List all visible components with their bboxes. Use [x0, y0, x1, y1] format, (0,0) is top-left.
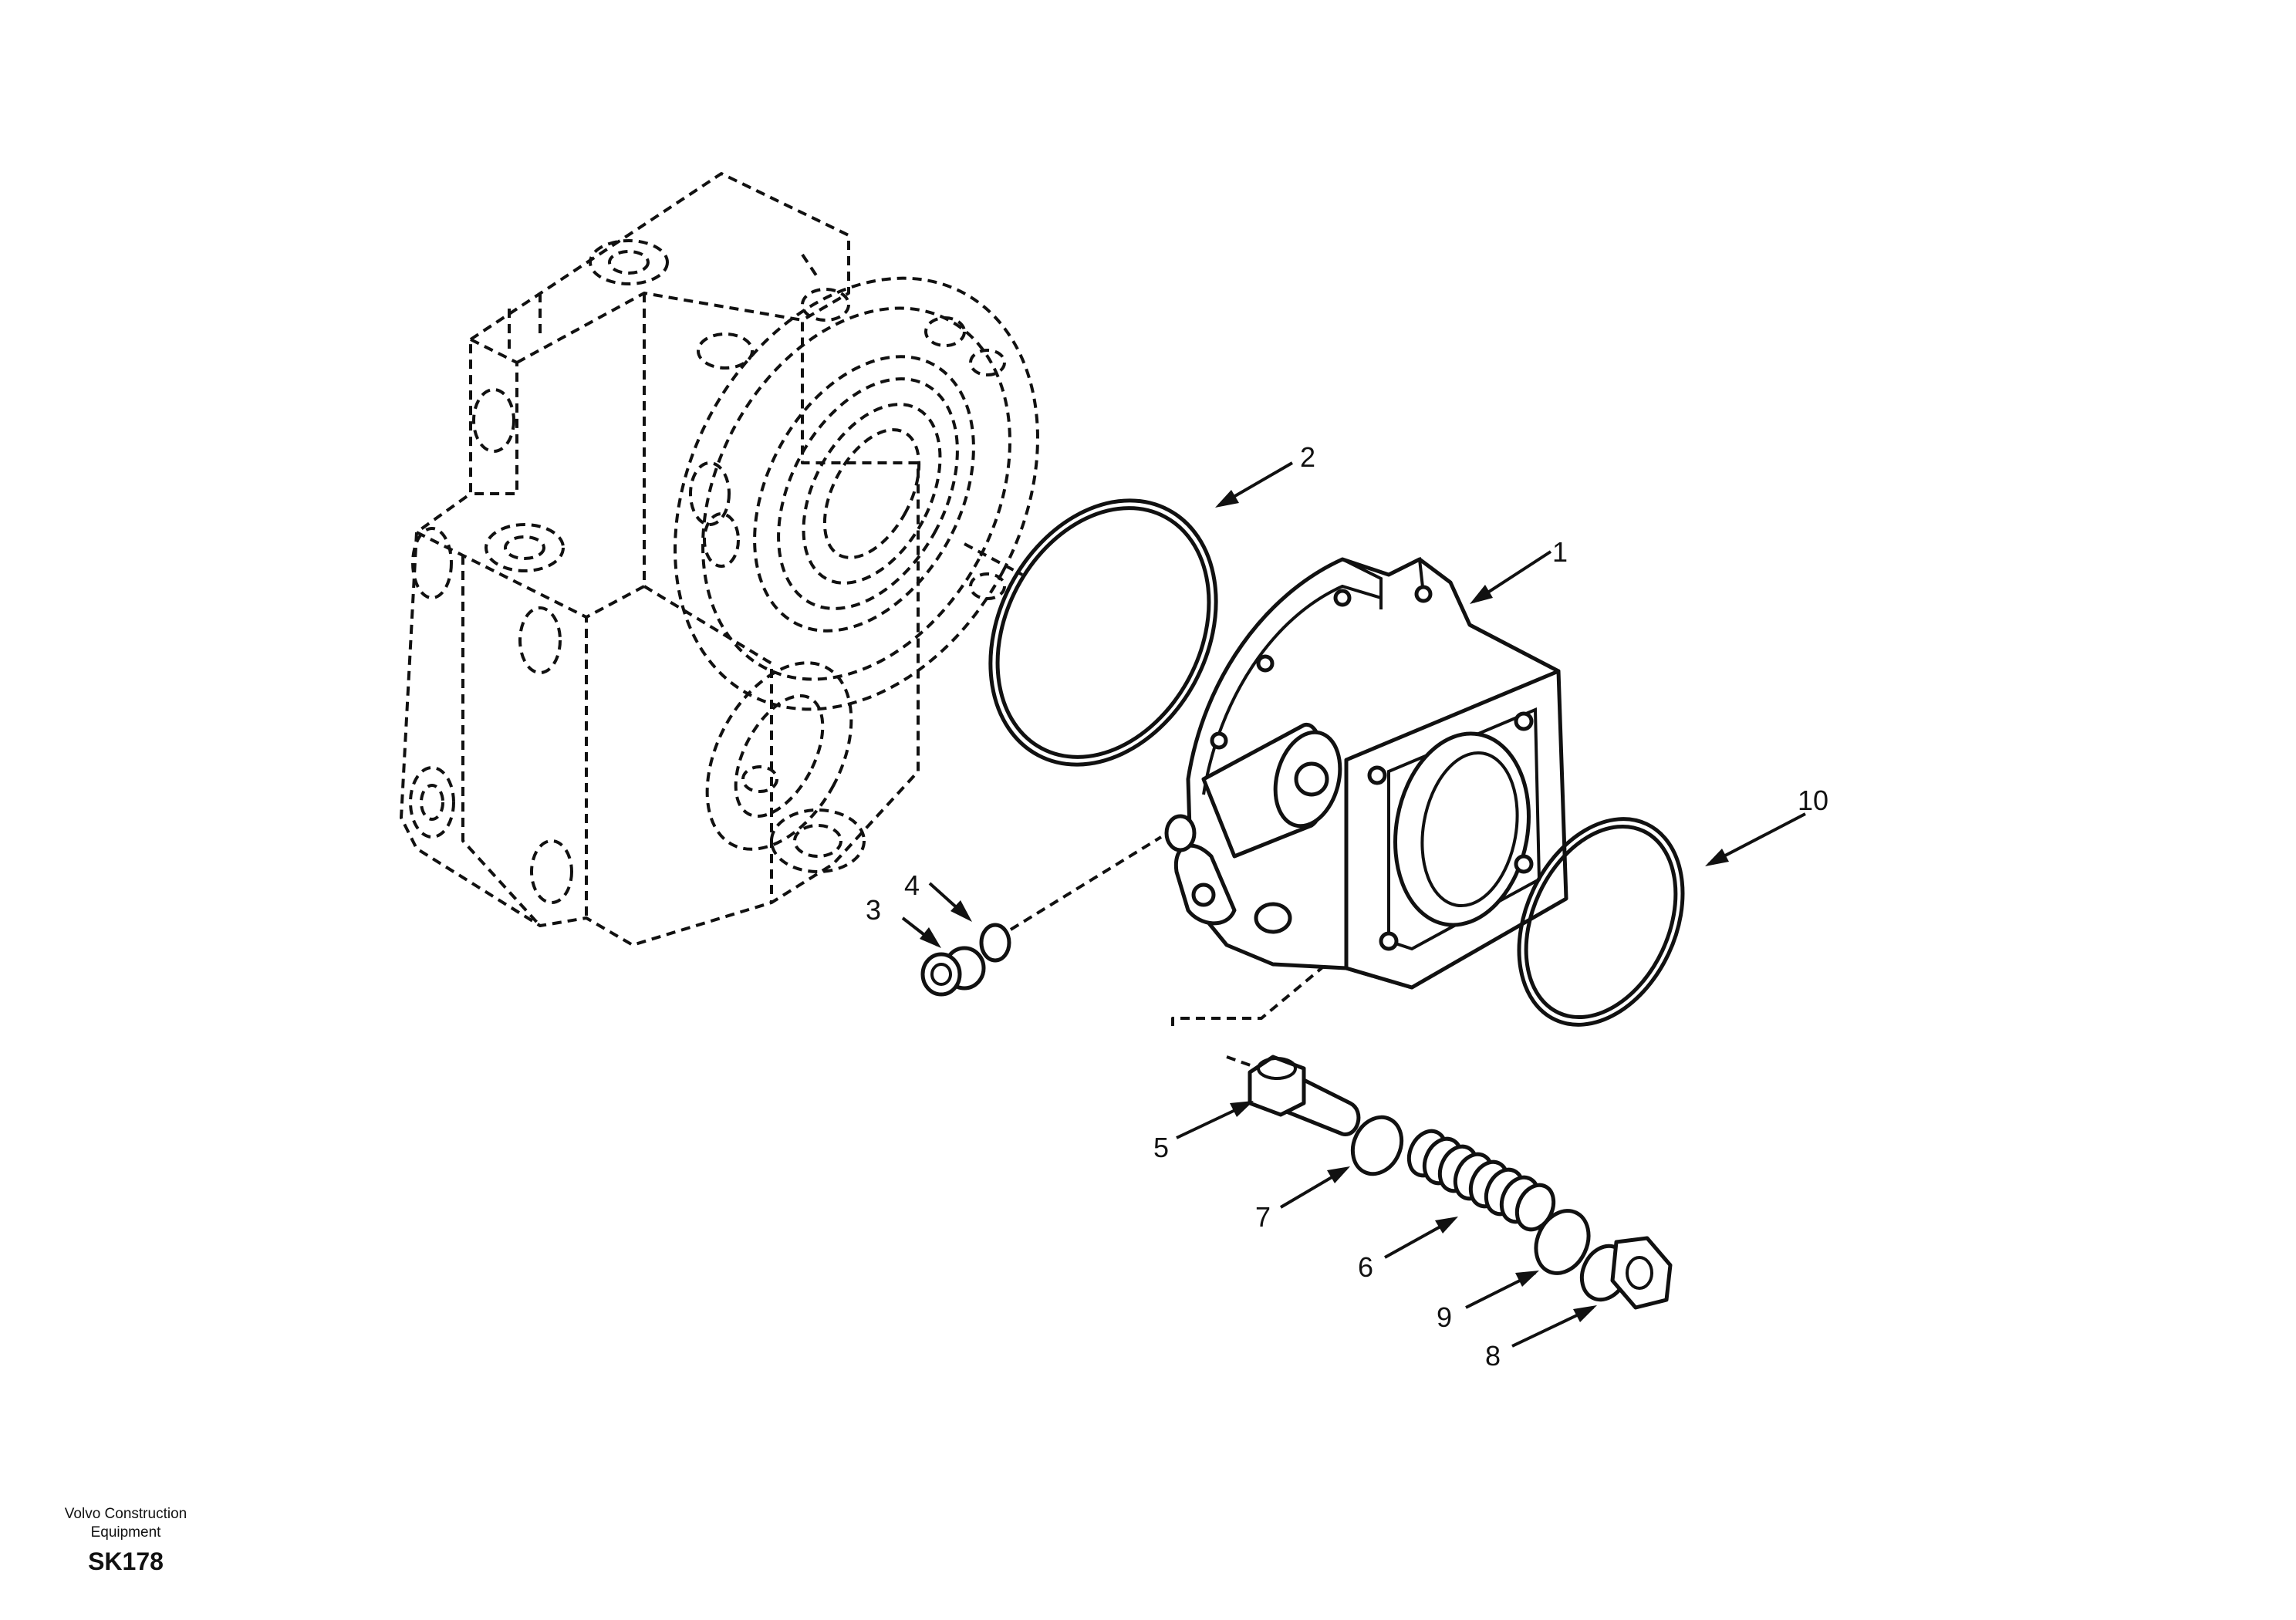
- part-2-o-ring: [988, 498, 1218, 767]
- diagram-code: SK178: [88, 1547, 164, 1575]
- callout-leaders: [901, 461, 1806, 1348]
- part-3-plug: [920, 946, 986, 997]
- part-5-plunger: [1248, 1055, 1361, 1136]
- callout-6: 6: [1358, 1251, 1373, 1283]
- part-9-o-ring: [1534, 1209, 1591, 1275]
- callout-7: 7: [1255, 1201, 1271, 1233]
- callout-8: 8: [1485, 1340, 1501, 1372]
- part-10-o-ring: [1517, 817, 1685, 1027]
- callout-10: 10: [1798, 785, 1828, 816]
- part-1-valve-housing: [1164, 556, 1568, 990]
- part-7-o-ring: [1350, 1115, 1404, 1176]
- part-4-o-ring: [979, 923, 1011, 963]
- callout-4: 4: [904, 869, 920, 901]
- callout-5: 5: [1153, 1132, 1169, 1163]
- maker-name-line1: Volvo Construction: [65, 1506, 187, 1522]
- callout-2: 2: [1300, 441, 1315, 473]
- callout-3: 3: [866, 894, 881, 926]
- part-8-plug: [1579, 1236, 1673, 1310]
- callout-9: 9: [1437, 1301, 1452, 1333]
- callout-1: 1: [1552, 536, 1568, 568]
- part-6-spring: [1406, 1129, 1556, 1232]
- pump-housing-outline: [400, 172, 1039, 947]
- maker-name-line2: Equipment: [91, 1524, 162, 1541]
